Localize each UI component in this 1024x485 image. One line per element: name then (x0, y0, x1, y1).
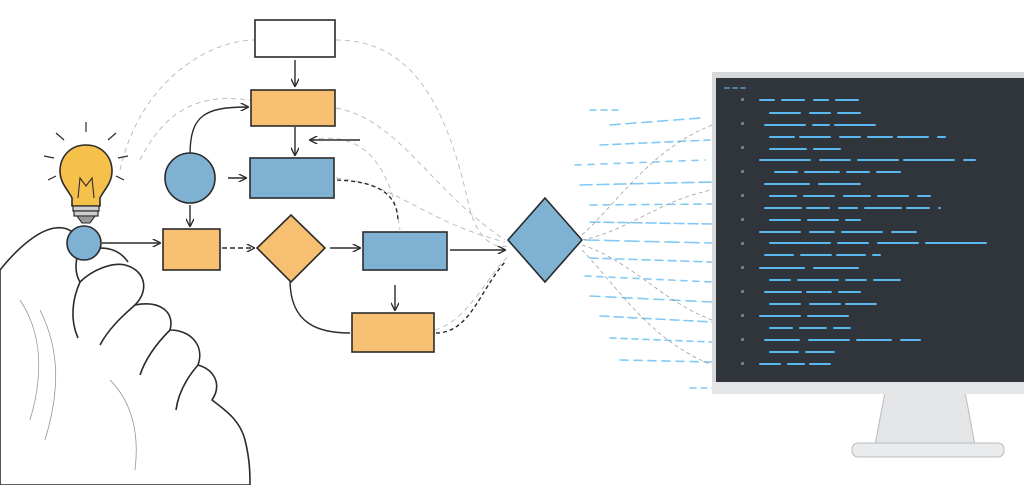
flow-decision-diamond (255, 213, 327, 284)
code-lines (724, 87, 991, 365)
flow-circle (164, 152, 216, 204)
flow-box-blue-2 (362, 231, 448, 271)
flow-arrows (102, 60, 505, 334)
code-screen (716, 78, 1024, 382)
data-stream-lines (574, 109, 761, 389)
hand-shading (19, 299, 137, 471)
flow-box-orange-2 (162, 228, 221, 271)
monitor-icon (712, 72, 1024, 458)
data-stream-sketch (581, 124, 713, 366)
flow-box-orange-1 (250, 89, 336, 127)
flow-box-orange-3 (351, 312, 435, 353)
flow-box-blue-1 (249, 157, 335, 199)
start-node-circle (66, 225, 102, 261)
flow-output-diamond (506, 196, 584, 284)
lightbulb-icon (43, 122, 129, 224)
background-flow-curves (119, 39, 511, 331)
line-number-gutter (741, 98, 744, 365)
flow-box-top-blank (254, 19, 336, 58)
